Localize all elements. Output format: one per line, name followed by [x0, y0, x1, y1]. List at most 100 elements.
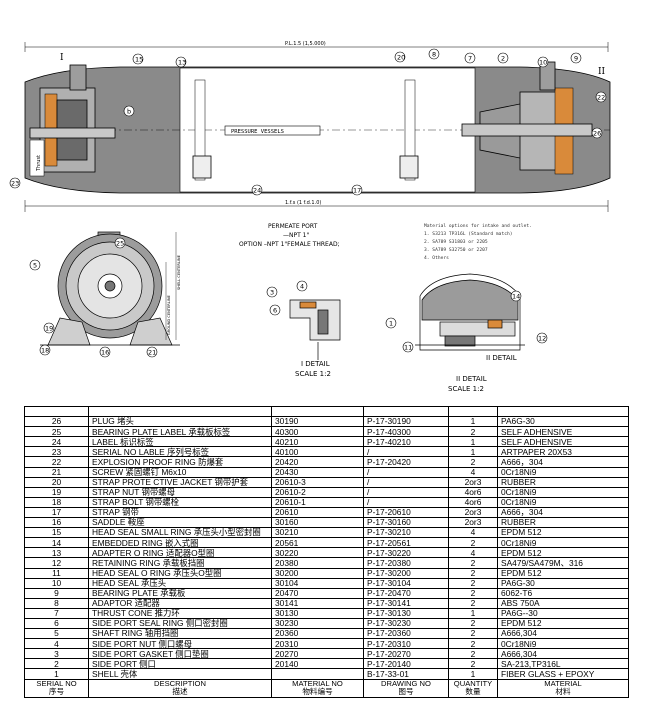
cell-serial: 25: [24, 426, 89, 438]
cell-material: 0Cr18Ni9: [497, 496, 629, 508]
cell-quantity: 2: [448, 587, 498, 599]
cell-description: STRAP BOLT 钢带螺栓: [88, 496, 272, 508]
svg-text:1: 1: [389, 320, 393, 328]
callout-20: 20: [397, 54, 405, 62]
cell-serial: 6: [24, 617, 89, 630]
callout-17: 17: [353, 187, 361, 195]
cell-quantity: 2: [448, 577, 498, 589]
cell-drawing-no: P-17-20610: [363, 506, 449, 519]
cell-description: EXPLOSION PROOF RING 防爆套: [88, 456, 272, 468]
callouts-detail-i: 3 4 6: [266, 280, 308, 316]
cell-serial: 11: [24, 567, 89, 579]
cell-material-no: 20270: [271, 648, 364, 660]
cell-description: LABEL 标识标签: [88, 436, 272, 448]
cell-material-no: 30190: [271, 416, 364, 428]
cell-material: PA6G-30: [497, 416, 629, 428]
cell-serial: 21: [24, 466, 89, 478]
callout-7: 7: [468, 55, 472, 63]
cell-quantity: 2: [448, 638, 498, 650]
cell-quantity: 2: [448, 617, 498, 630]
side-dim-ground: GROUND CENTERLINE: [167, 294, 171, 335]
cell-material: PA6G--30: [497, 607, 629, 619]
cell-material-no: 20610: [271, 506, 364, 519]
cell-material-no: 30210: [271, 527, 364, 539]
callouts-end-view: 25 5 19 18 16 21: [29, 237, 158, 358]
cell-description: ADAPTOR 适配器: [88, 597, 272, 609]
callout-9: 9: [574, 55, 578, 63]
view-mark-ii: II: [598, 67, 606, 77]
svg-text:OPTION –NPT 1"FEMALE THREAD;: OPTION –NPT 1"FEMALE THREAD;: [239, 241, 340, 248]
cell-material-no: 30160: [271, 517, 364, 529]
callout-13: 13: [178, 59, 186, 67]
cell-description: SCREW 紧固螺钉 M6x10: [88, 466, 272, 478]
cell-serial: 14: [24, 537, 89, 549]
cell-drawing-no: P-17-30130: [363, 607, 449, 619]
cell-material: ARTPAPER 20X53: [497, 446, 629, 458]
cell-serial: 5: [24, 628, 89, 640]
cell-drawing-no: P-17-30220: [363, 547, 449, 559]
cell-material-no: 20470: [271, 587, 364, 599]
cell-material-no: 30141: [271, 597, 364, 609]
cell-drawing-no: P-17-30104: [363, 577, 449, 589]
detail-i-title: I DETAIL: [301, 360, 330, 368]
cell-quantity: 4or6: [448, 486, 498, 498]
cell-material-no: 20140: [271, 658, 364, 670]
cell-description: HEAD SEAL 承压头: [88, 577, 272, 589]
cell-serial: 17: [24, 506, 89, 519]
cell-drawing-no: P-17-20380: [363, 557, 449, 569]
cell-material: 0Cr18Ni9: [497, 466, 629, 478]
cell-description: EMBEDDED RING 嵌入式圈: [88, 537, 272, 549]
cell-serial: 26: [24, 416, 89, 428]
material-notes: Material options for intake and outlet. …: [424, 223, 532, 261]
cell-drawing-no: P-17-20420: [363, 456, 449, 468]
cell-quantity: 2or3: [448, 476, 498, 488]
cell-drawing-no: P-17-20310: [363, 638, 449, 650]
cell-serial: 4: [24, 638, 89, 650]
cell-serial: 24: [24, 436, 89, 448]
callout-22: 22: [597, 94, 605, 102]
cell-material-no: 30220: [271, 547, 364, 559]
cell-description: SIDE PORT GASKET 侧口垫圈: [88, 648, 272, 660]
view-mark-i: I: [60, 53, 64, 63]
cell-serial: 20: [24, 476, 89, 488]
cell-quantity: 1: [448, 668, 498, 680]
cell-description: SIDE PORT NUT 侧口螺母: [88, 638, 272, 650]
detail-ii-view: [415, 273, 525, 351]
cell-drawing-no: P-17-30141: [363, 597, 449, 609]
callout-2: 2: [501, 55, 505, 63]
bom-blank-row: [24, 405, 629, 418]
svg-text:2. SA789 S31803 or 2205: 2. SA789 S31803 or 2205: [424, 239, 488, 245]
cell-material: SA-213,TP316L: [497, 658, 629, 670]
cell-description: RETAINING RING 承载板挡圈: [88, 557, 272, 569]
cell-description: SADDLE 鞍座: [88, 517, 272, 529]
cell-drawing-no: /: [363, 446, 449, 458]
cell-description: BEARING PLATE 承载板: [88, 587, 272, 599]
dim-overall-top: P.L.1.5 (1,5.000): [285, 41, 326, 47]
cell-material-no: 20610-2: [271, 486, 364, 498]
svg-text:—NPT 1": —NPT 1": [283, 232, 309, 239]
cell-material-no: 20360: [271, 628, 364, 640]
cell-drawing-no: /: [363, 476, 449, 488]
cell-quantity: 1: [448, 436, 498, 448]
cell-quantity: 2: [448, 648, 498, 660]
cell-material: A666，304: [497, 506, 629, 519]
svg-text:1. S3213 TP316L (Standard mat: 1. S3213 TP316L (Standard match): [424, 231, 513, 237]
svg-text:6: 6: [273, 307, 277, 315]
cell-quantity: 2: [448, 628, 498, 640]
callout-24: 24: [253, 187, 261, 195]
cell-drawing-no: /: [363, 496, 449, 508]
